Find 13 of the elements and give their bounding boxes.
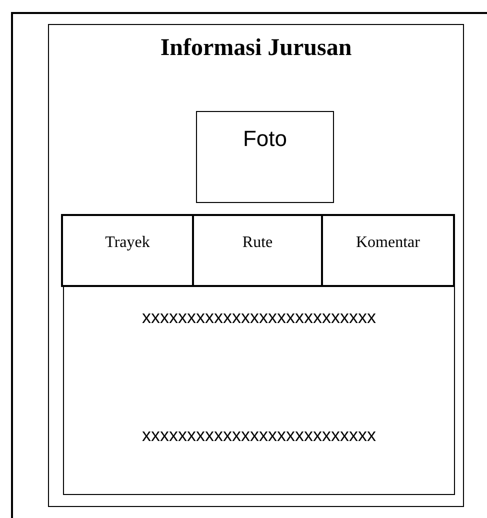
placeholder-text: xxxxxxxxxxxxxxxxxxxxxxxxxx [142, 425, 376, 446]
photo-frame [196, 111, 334, 203]
photo-label: Foto [242, 126, 288, 152]
tab [61, 214, 194, 287]
tab-label: Rute [242, 234, 273, 252]
tab [192, 214, 323, 287]
placeholder-text: xxxxxxxxxxxxxxxxxxxxxxxxxx [142, 307, 376, 328]
screen-title: Informasi Jurusan [160, 35, 352, 62]
content-panel [63, 286, 455, 495]
tab-label: Komentar [356, 234, 420, 252]
tab-label: Trayek [105, 234, 150, 252]
tab [321, 214, 455, 287]
screen-frame [48, 24, 464, 507]
